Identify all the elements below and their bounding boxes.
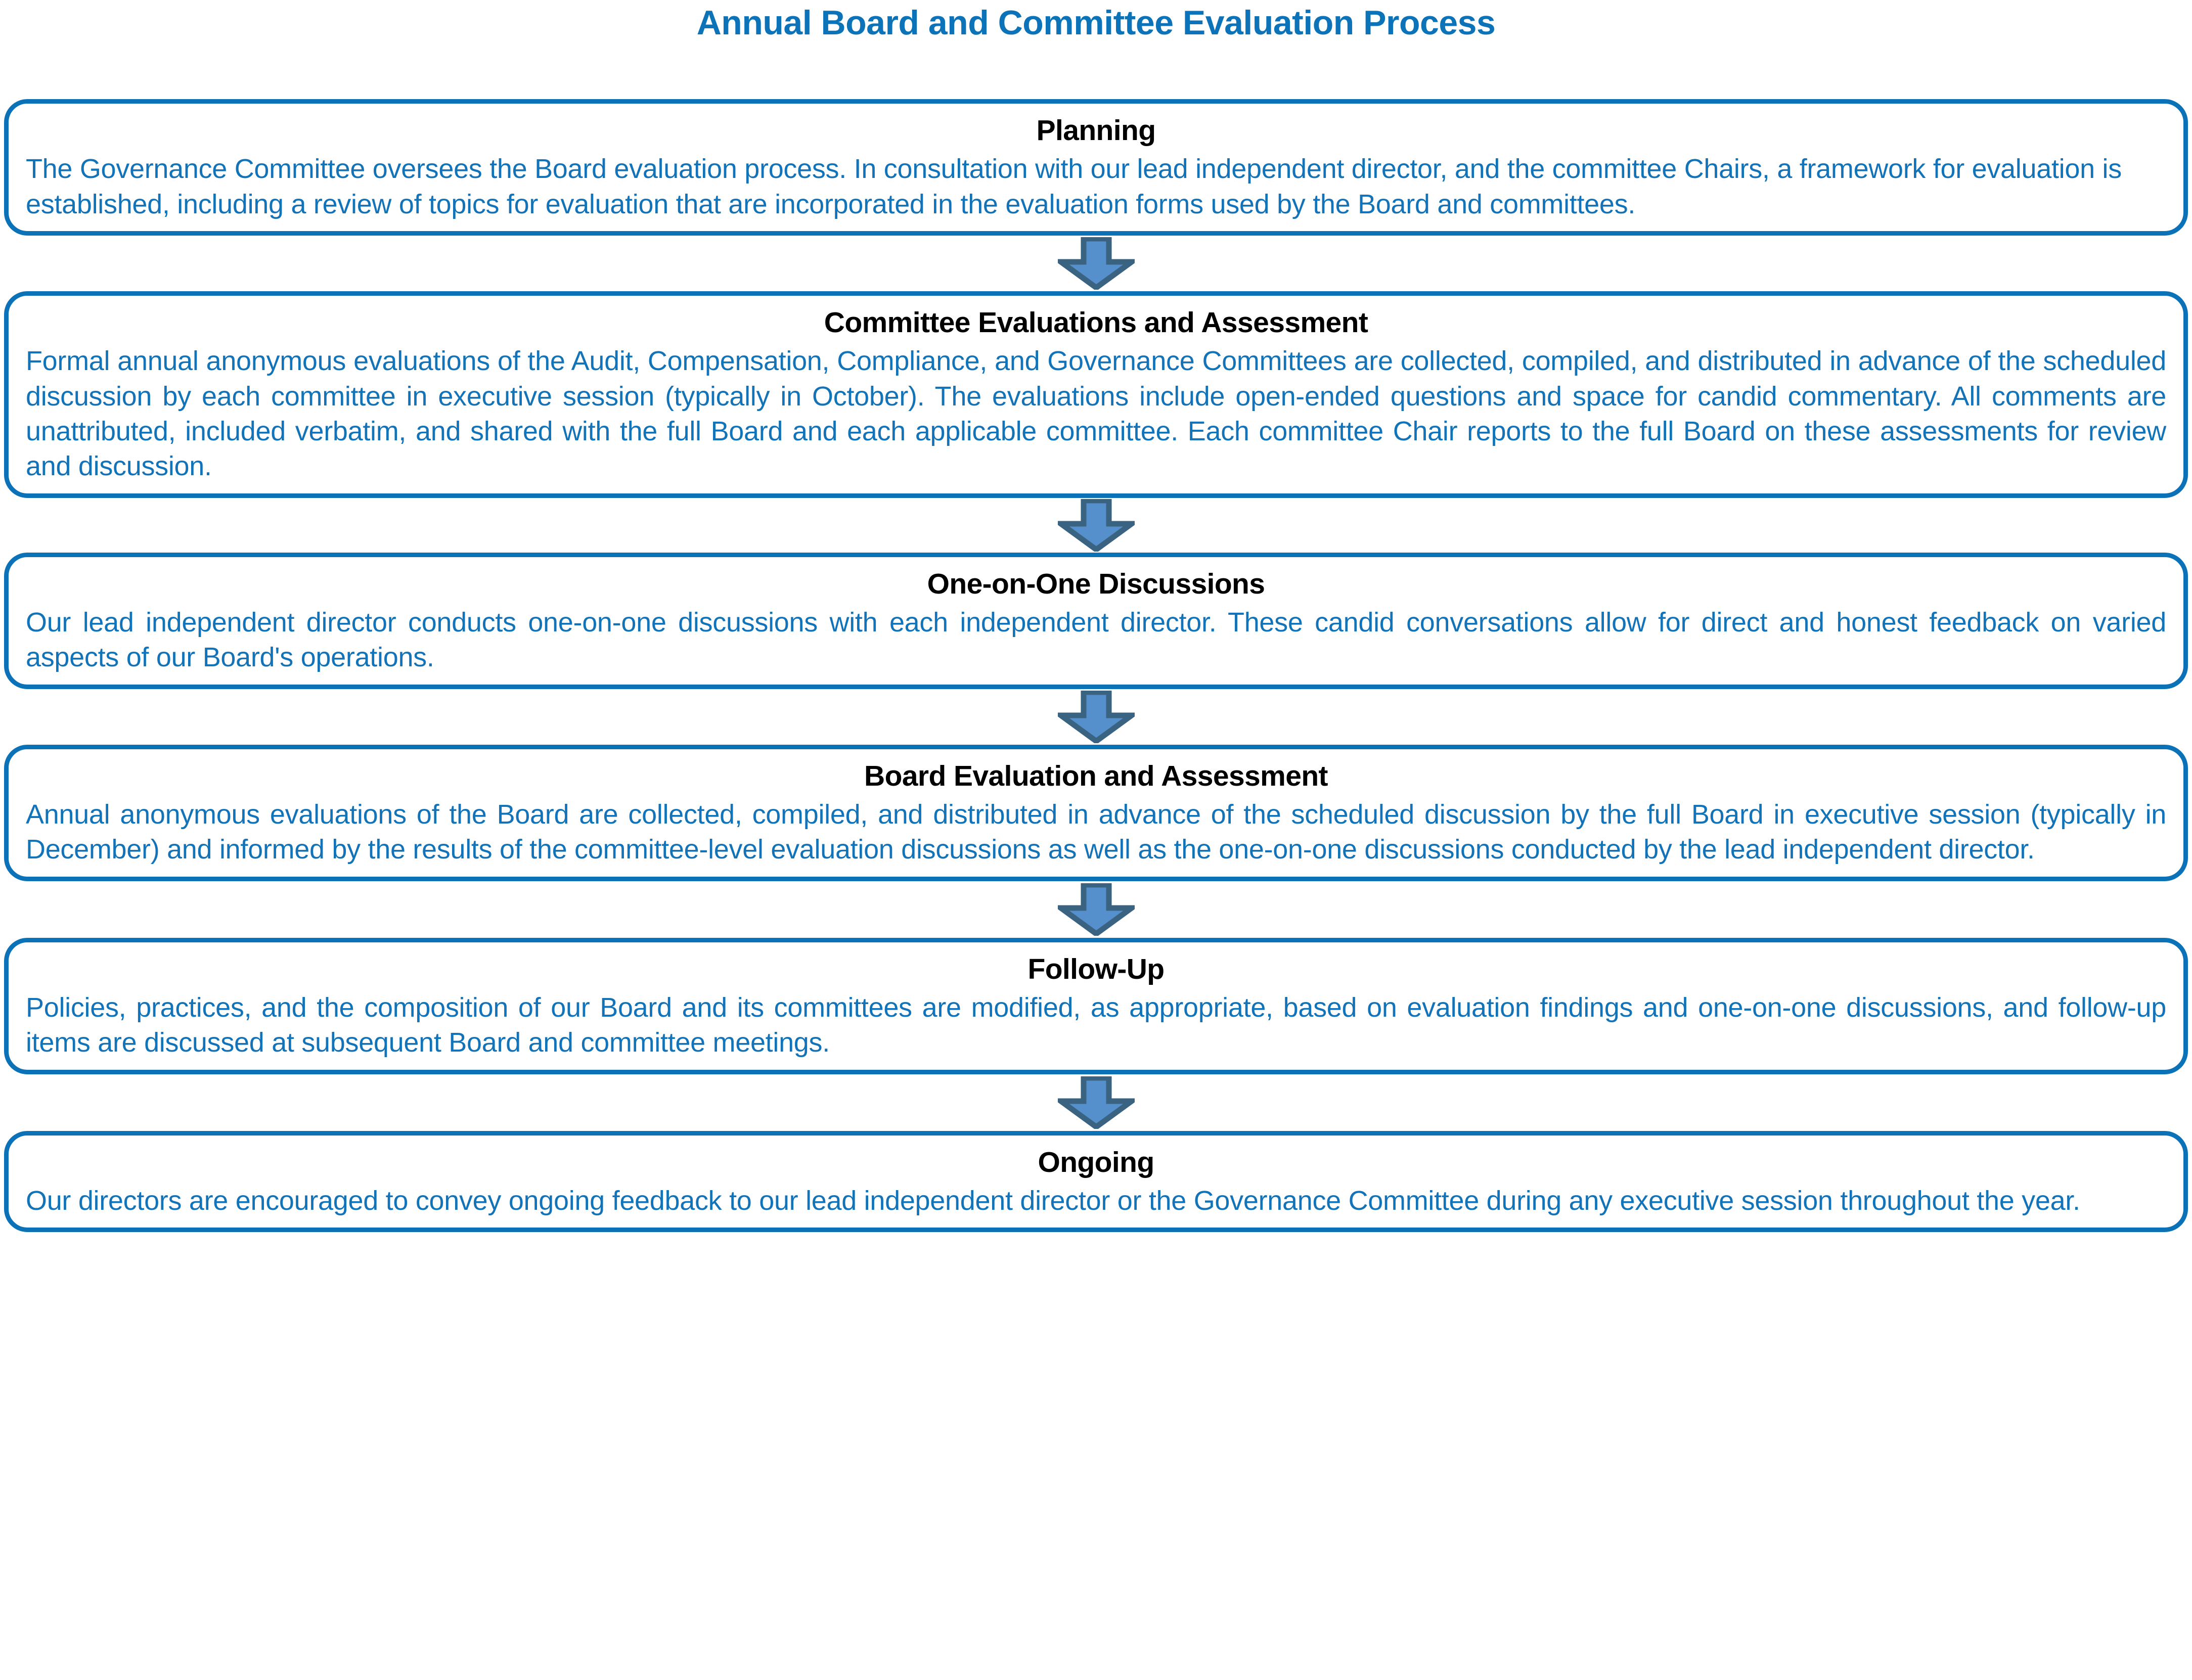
process-step-ongoing: Ongoing Our directors are encouraged to … [4,1130,2188,1233]
process-step-follow-up: Follow-Up Policies, practices, and the c… [4,937,2188,1074]
step-body: Our directors are encouraged to convey o… [26,1186,2080,1216]
step-heading: Ongoing [1038,1146,1154,1178]
process-step-planning: Planning The Governance Committee overse… [4,99,2188,236]
step-heading: Planning [1036,114,1156,147]
down-arrow-icon [1057,1076,1135,1129]
step-body: The Governance Committee oversees the Bo… [26,154,2122,219]
connector-1 [4,236,2188,291]
step-heading: Committee Evaluations and Assessment [824,306,1368,339]
step-body: Policies, practices, and the composition… [26,992,2166,1058]
step-body: Annual anonymous evaluations of the Boar… [26,799,2166,865]
step-heading: One-on-One Discussions [927,567,1265,600]
down-arrow-icon [1057,237,1135,290]
down-arrow-icon [1057,690,1135,743]
step-heading: Board Evaluation and Assessment [864,759,1328,792]
connector-3 [4,689,2188,745]
step-heading: Follow-Up [1027,952,1165,985]
down-arrow-icon [1057,498,1135,552]
process-flow: Planning The Governance Committee overse… [4,99,2188,1233]
process-step-committee-evaluations: Committee Evaluations and Assessment For… [4,291,2188,498]
down-arrow-icon [1057,883,1135,936]
connector-5 [4,1074,2188,1131]
step-body: Our lead independent director conducts o… [26,607,2166,673]
connector-4 [4,881,2188,938]
process-step-one-on-one-discussions: One-on-One Discussions Our lead independ… [4,552,2188,689]
connector-2 [4,498,2188,553]
page-title: Annual Board and Committee Evaluation Pr… [696,4,1496,42]
process-step-board-evaluation: Board Evaluation and Assessment Annual a… [4,744,2188,881]
step-body: Formal annual anonymous evaluations of t… [26,346,2166,482]
